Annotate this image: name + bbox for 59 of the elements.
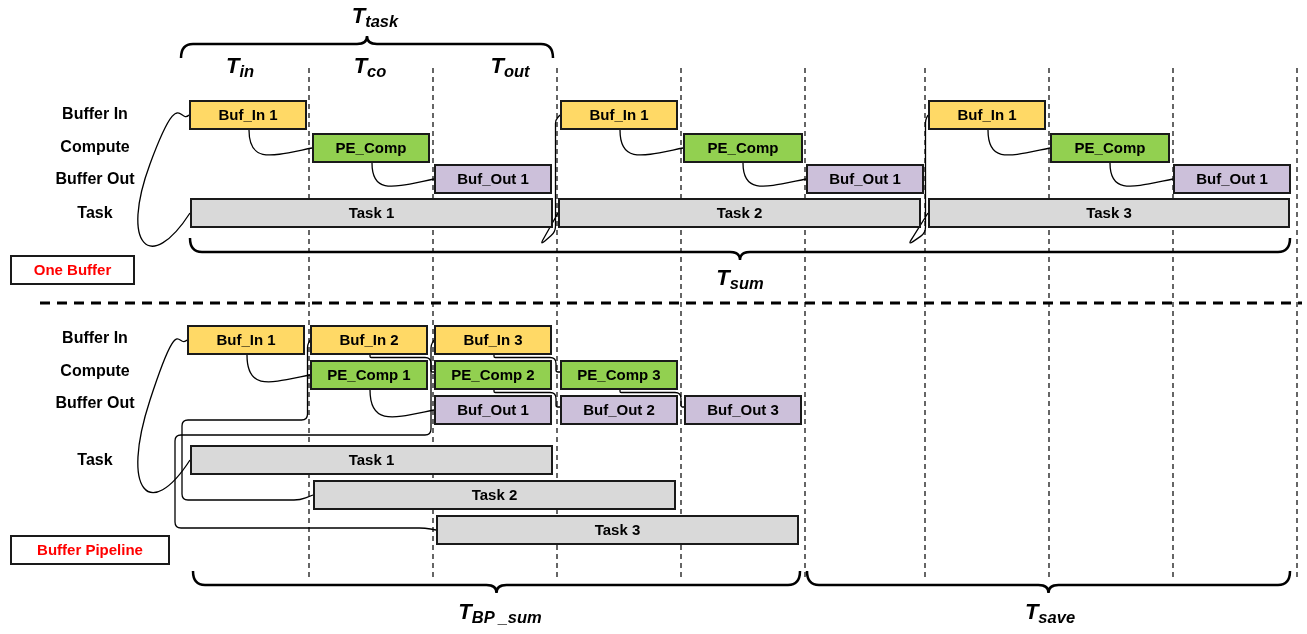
time-symbol: T$_{in}$ [224,52,256,80]
row-label: Buffer Out [54,169,136,189]
connector-curve [369,389,435,418]
timeline-block: Task 1 [190,198,553,228]
connector-curve [493,354,561,373]
time-symbol: T$_{sum}$ [715,264,765,292]
connector-curve [371,162,435,187]
timeline-block: PE_Comp [1050,133,1170,163]
section-label-box: One Buffer [10,255,135,285]
row-label: Buffer In [61,328,129,348]
timeline-block: Task 3 [928,198,1290,228]
time-symbol: T$_{save}$ [1023,598,1077,626]
timeline-block: Buf_Out 1 [434,395,552,425]
connector-curve [137,112,191,247]
timeline-block: Task 3 [436,515,799,545]
connector-curve [909,114,929,244]
connector-curve [619,389,685,408]
connector-curve [1109,162,1174,187]
timeline-block: Buf_In 1 [928,100,1046,130]
timeline-block: Buf_Out 1 [1173,164,1291,194]
connector-curve [137,338,191,494]
timeline-block: Buf_In 1 [187,325,305,355]
timeline-block: Buf_Out 1 [434,164,552,194]
row-label: Buffer In [61,104,129,124]
connector-curve [541,114,561,244]
connector-curve [987,129,1051,156]
connector-curve [493,389,561,408]
time-symbol: T$_{co}$ [352,52,388,80]
row-label: Task [76,450,114,470]
timeline-block: PE_Comp 2 [434,360,552,390]
connector-curve [619,129,684,156]
timeline-block: Buf_In 1 [189,100,307,130]
connector-curve [181,339,314,501]
timeline-block: Task 1 [190,445,553,475]
connector-curve [369,354,435,373]
timeline-block: Task 2 [313,480,676,510]
timeline-block: PE_Comp 1 [310,360,428,390]
timeline-block: Task 2 [558,198,921,228]
time-symbol: T$_{BP _sum}$ [457,598,543,626]
timeline-block: Buf_In 1 [560,100,678,130]
timeline-block: Buf_Out 3 [684,395,802,425]
timeline-block: Buf_Out 2 [560,395,678,425]
timeline-block: Buf_Out 1 [806,164,924,194]
connector-curve [742,162,807,187]
timeline-block: PE_Comp 3 [560,360,678,390]
row-label: Compute [59,361,131,381]
section-label-box: Buffer Pipeline [10,535,170,565]
row-label: Compute [59,137,131,157]
row-label: Task [76,203,114,223]
time-symbol: T$_{out}$ [489,52,531,80]
timeline-block: Buf_In 3 [434,325,552,355]
row-label: Buffer Out [54,393,136,413]
timeline-block: Buf_In 2 [310,325,428,355]
connector-curve [174,339,437,531]
connector-curve [246,354,311,383]
connector-curve [248,129,313,156]
time-symbol: T$_{task}$ [350,2,400,30]
timeline-block: PE_Comp [683,133,803,163]
timeline-block: PE_Comp [312,133,430,163]
